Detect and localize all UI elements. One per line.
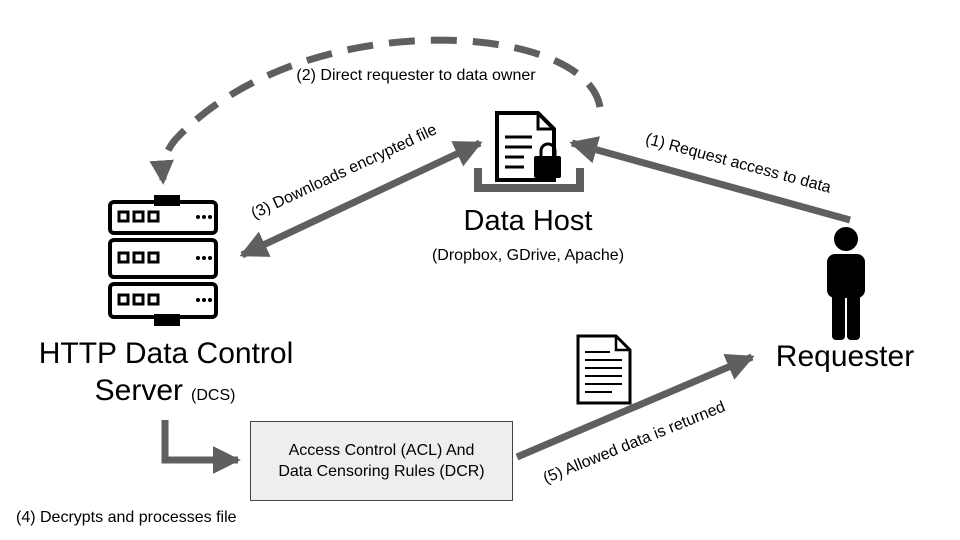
dcs-title-line1: HTTP Data Control: [39, 337, 294, 370]
document-icon: [576, 334, 632, 405]
arrow-step5: [515, 353, 755, 461]
step5-label: (5) Allowed data is returned: [541, 398, 728, 487]
tray-icon: [474, 168, 584, 192]
data-host-title: Data Host: [464, 205, 593, 237]
arrow-step3: [239, 139, 483, 259]
rules-box: Access Control (ACL) And Data Censoring …: [250, 421, 513, 501]
step2-label: (2) Direct requester to data owner: [296, 67, 536, 84]
data-host-subtitle: (Dropbox, GDrive, Apache): [432, 247, 624, 264]
rules-box-line1: Access Control (ACL) And: [288, 442, 475, 459]
arrow-step1: [569, 136, 851, 224]
step4-label: (4) Decrypts and processes file: [16, 509, 237, 526]
arrow-step4: [161, 420, 241, 474]
dcs-abbrev: (DCS): [191, 387, 235, 404]
locked-file-icon: [495, 111, 561, 182]
arrow-step2: [149, 36, 604, 185]
person-icon: [827, 227, 865, 340]
rules-box-line2: Data Censoring Rules (DCR): [278, 463, 485, 480]
requester-title: Requester: [776, 340, 914, 373]
dcs-title-line2: Server: [95, 374, 183, 407]
server-icon: [108, 195, 218, 326]
